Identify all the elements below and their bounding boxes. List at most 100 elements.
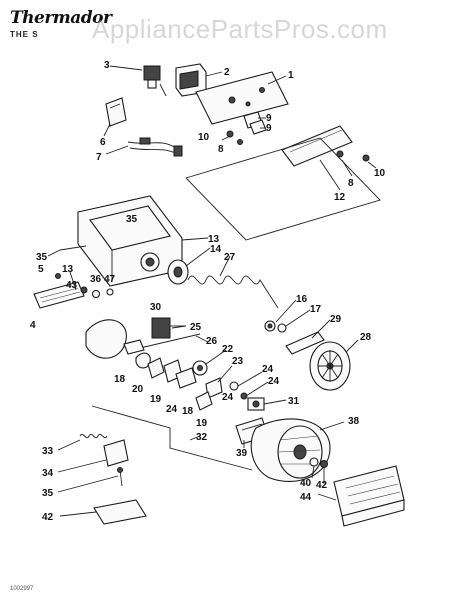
part-16-washer[interactable] (264, 320, 276, 332)
callout-9a: 9 (266, 113, 272, 124)
part-19-lever[interactable] (147, 357, 165, 379)
part-44-cover[interactable] (333, 465, 405, 527)
part-31-hub[interactable] (247, 397, 265, 411)
callout-47: 47 (104, 274, 116, 285)
callout-31: 31 (288, 396, 300, 407)
callout-21b: 23 (232, 356, 244, 367)
callout-3: 3 (104, 60, 110, 71)
brand-logo: Thermador (10, 8, 112, 28)
part-30-plate[interactable] (85, 319, 127, 359)
callout-38: 39 (236, 448, 248, 459)
callout-28: 28 (360, 332, 372, 343)
callout-8b: 8 (348, 178, 354, 189)
callout-6: 5 (38, 264, 44, 275)
callout-27: 27 (224, 252, 236, 263)
callout-9b: 9 (266, 123, 272, 134)
callout-44: 44 (300, 492, 312, 503)
callout-32: 32 (196, 432, 208, 443)
leader-lines (47, 65, 377, 517)
part-39-washer[interactable] (309, 457, 319, 467)
callout-7: 7 (96, 152, 102, 163)
part-17-washer[interactable] (277, 323, 287, 333)
part-5-bezel[interactable] (33, 281, 85, 309)
part-2-relay[interactable] (175, 63, 207, 97)
callout-23: 24 (268, 376, 280, 387)
callout-40: 42 (316, 480, 328, 491)
callout-19b: 19 (196, 418, 208, 429)
callout-15: 14 (210, 244, 222, 255)
callout-19a: 19 (150, 394, 162, 405)
part-10-screw-right[interactable] (362, 154, 370, 162)
part-8-screw-right[interactable] (336, 150, 344, 158)
part-27-spring[interactable] (187, 275, 279, 309)
part-20-cam[interactable] (135, 352, 151, 369)
callout-10a: 10 (198, 132, 210, 143)
callout-20: 20 (132, 384, 144, 395)
callout-39: 40 (300, 478, 312, 489)
callout-35a: 35 (126, 214, 138, 225)
callout-43: 43 (66, 280, 78, 291)
lower-assembly (79, 405, 405, 527)
part-29-blade[interactable] (285, 331, 325, 355)
callout-24a: 24 (166, 404, 178, 415)
callout-17: 17 (310, 304, 322, 315)
part-7-wire-harness[interactable] (127, 137, 183, 157)
part-25-cam[interactable] (151, 317, 186, 339)
part-6-screw[interactable] (55, 273, 61, 279)
callout-29: 29 (330, 314, 342, 325)
part-21-gear[interactable] (192, 360, 208, 376)
part-19-lever-b[interactable] (195, 391, 213, 411)
part-40-nut[interactable] (320, 460, 328, 468)
part-1-control-plate[interactable] (195, 71, 289, 125)
callout-12: 12 (334, 192, 346, 203)
callout-4: 6 (100, 137, 106, 148)
part-33-spring[interactable] (79, 433, 108, 439)
callout-5: 4 (30, 320, 36, 331)
part-15-ring[interactable] (167, 259, 189, 285)
part-4-bracket[interactable] (105, 97, 127, 127)
callout-30: 30 (150, 302, 162, 313)
callout-33: 33 (42, 446, 54, 457)
part-35-pin[interactable] (59, 245, 87, 251)
diagram-code: 1002997 (10, 586, 34, 592)
callout-21a: 22 (222, 344, 234, 355)
part-12-cover-panel[interactable] (281, 125, 353, 167)
part-36-washer[interactable] (91, 289, 101, 299)
callout-2: 2 (224, 67, 230, 78)
part-37-motor[interactable] (250, 418, 331, 482)
top-assembly (105, 63, 370, 167)
part-9-clips[interactable] (243, 111, 267, 135)
part-35-screw-lower[interactable] (117, 467, 123, 487)
callout-13: 13 (62, 264, 74, 275)
part-32-rod[interactable] (91, 405, 253, 471)
housing-assembly (33, 195, 279, 309)
part-18-arm[interactable] (123, 339, 145, 355)
part-26-shaft[interactable] (139, 333, 201, 349)
part-13-screw[interactable] (69, 271, 77, 291)
callout-18a: 18 (114, 374, 126, 385)
part-34-bracket[interactable] (103, 439, 129, 467)
callout-25: 25 (190, 322, 202, 333)
callout-10b: 10 (374, 168, 386, 179)
part-28-wheel[interactable] (309, 341, 351, 391)
part-23-screw[interactable] (240, 392, 248, 400)
callout-24b: 24 (222, 392, 234, 403)
watermark: AppliancePartsPros.com (92, 14, 388, 44)
part-22-washer[interactable] (229, 381, 239, 391)
callout-26: 26 (206, 336, 218, 347)
callout-labels: 3 2 1 6 7 9 9 10 8 8 10 12 35 13 14 27 3… (30, 60, 386, 523)
part-3-switch[interactable] (143, 65, 167, 97)
brand-subtitle: THE S (10, 30, 39, 39)
part-43-nut[interactable] (80, 286, 88, 294)
part-14-housing[interactable] (77, 195, 183, 287)
callout-14: 13 (208, 234, 220, 245)
callout-34: 34 (42, 468, 54, 479)
part-42-pad[interactable] (93, 499, 147, 525)
callout-8a: 8 (218, 144, 224, 155)
part-47-washer[interactable] (106, 288, 114, 296)
part-18-arm-b[interactable] (175, 367, 197, 389)
part-10-screw[interactable] (226, 130, 243, 145)
callout-37: 38 (348, 416, 360, 427)
gear-assembly (85, 317, 351, 411)
